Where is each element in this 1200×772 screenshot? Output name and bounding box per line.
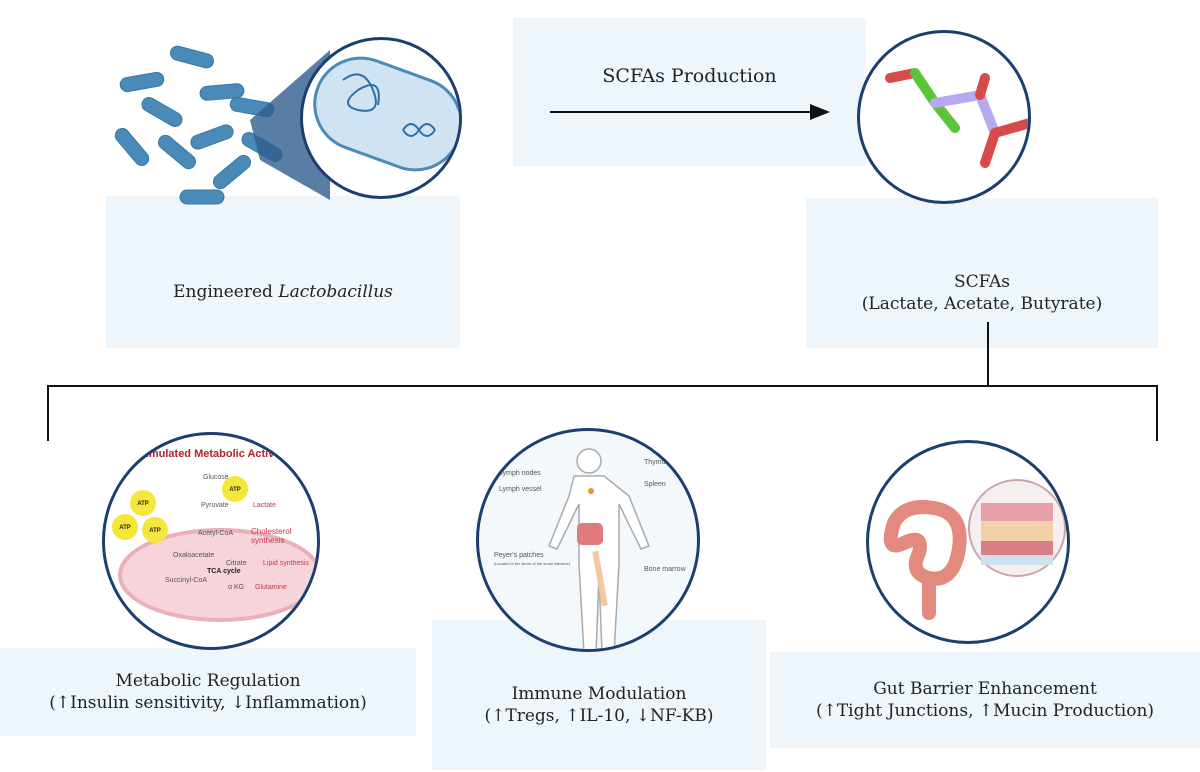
lymph-nodes-label: Lymph nodes: [499, 470, 541, 477]
gut-barrier-circle: [866, 440, 1070, 644]
lactate-output-label: Lactate: [253, 502, 276, 509]
connector-horizontal: [47, 385, 1158, 387]
scfa-molecule-circle: [857, 30, 1031, 204]
pyruvate-label: Pyruvate: [201, 502, 229, 509]
cholesterol-output-label: Cholesterol synthesis: [251, 527, 292, 546]
bacteria-label-genus: Lactobacillus: [278, 281, 393, 302]
citrate-label: Citrate: [226, 560, 247, 567]
scfa-production-box: SCFAs Production: [513, 18, 866, 166]
colon-icon: [883, 500, 967, 620]
gut-barrier-box: Gut Barrier Enhancement (↑Tight Junction…: [770, 652, 1200, 748]
immune-system-circle: Lymph nodes Lymph vessel Peyer's patches…: [476, 428, 700, 652]
engineered-bacterium-icon: [313, 56, 459, 172]
human-body-icon: [548, 448, 650, 649]
acetyl-coa-label: Acetyl-CoA: [198, 530, 233, 537]
metabolic-regulation-box: Metabolic Regulation (↑Insulin sensitivi…: [0, 648, 416, 736]
bone-marrow-label: Bone marrow: [644, 566, 687, 573]
connector-left-drop: [47, 385, 49, 441]
succinyl-coa-label: Succinyl-CoA: [165, 577, 207, 584]
atp-label: ATP: [137, 501, 149, 507]
metabolic-regulation-title: Metabolic Regulation: [115, 670, 301, 691]
atp-label: ATP: [229, 487, 241, 493]
alpha-kg-label: α KG: [228, 584, 244, 591]
metabolic-activity-circle: Stimulated Metabolic Activity ATP ATP AT…: [102, 432, 320, 650]
immune-modulation-detail: (↑Tregs, ↑IL-10, ↓NF-KB): [484, 706, 714, 726]
glucose-label: Glucose: [203, 474, 229, 481]
metabolic-figure-title: Stimulated Metabolic Activity: [135, 448, 288, 460]
gut-barrier-figure: [883, 479, 1066, 620]
lymph-vessel-label: Lymph vessel: [499, 486, 542, 493]
arrow-head-icon: [810, 104, 830, 120]
metabolic-pathway-figure: Stimulated Metabolic Activity ATP ATP AT…: [112, 448, 317, 622]
immune-system-figure: Lymph nodes Lymph vessel Peyer's patches…: [494, 448, 687, 649]
engineered-lactobacillus-box: Engineered Lactobacillus: [106, 196, 460, 348]
peyers-patches-label: Peyer's patches: [494, 552, 544, 559]
gut-barrier-title: Gut Barrier Enhancement: [873, 678, 1097, 699]
immune-modulation-box: Immune Modulation (↑Tregs, ↑IL-10, ↓NF-K…: [432, 620, 766, 770]
bacteria-label: Engineered Lactobacillus: [173, 281, 393, 303]
mitochondrion-icon: [118, 528, 317, 622]
connector-right-drop: [1156, 385, 1158, 441]
atp-label: ATP: [149, 528, 161, 534]
connector-vertical: [987, 322, 989, 386]
atp-label: ATP: [119, 525, 131, 531]
tca-cycle-label: TCA cycle: [207, 568, 241, 575]
immune-modulation-title: Immune Modulation: [511, 683, 687, 704]
peyers-patches-note: (Located in the ileum of the small intes…: [494, 561, 571, 566]
spleen-label: Spleen: [644, 481, 666, 488]
production-arrow-shaft: [550, 111, 812, 113]
scfas-title: SCFAs: [954, 271, 1010, 292]
lactobacillus-cluster-icon: [114, 45, 330, 205]
thymus-label: Thymus: [644, 459, 669, 466]
scfas-box: SCFAs (Lactate, Acetate, Butyrate): [806, 198, 1158, 348]
lipid-output-label: Lipid synthesis: [263, 560, 309, 567]
bacteria-label-prefix: Engineered: [173, 281, 279, 302]
bacterium-detail-circle: [300, 37, 462, 199]
atp-icon: [112, 476, 248, 543]
mucosa-layer-icon: [981, 503, 1053, 521]
oxaloacetate-label: Oxaloacetate: [173, 552, 214, 559]
glutamine-output-label: Glutamine: [255, 584, 287, 591]
metabolic-regulation-detail: (↑Insulin sensitivity, ↓Inflammation): [49, 693, 367, 713]
intestine-icon: [577, 523, 603, 545]
scfa-molecule-icon: [885, 68, 1028, 168]
scfa-production-label: SCFAs Production: [602, 64, 777, 87]
scfas-list: (Lactate, Acetate, Butyrate): [861, 294, 1103, 314]
gut-barrier-detail: (↑Tight Junctions, ↑Mucin Production): [815, 701, 1155, 721]
